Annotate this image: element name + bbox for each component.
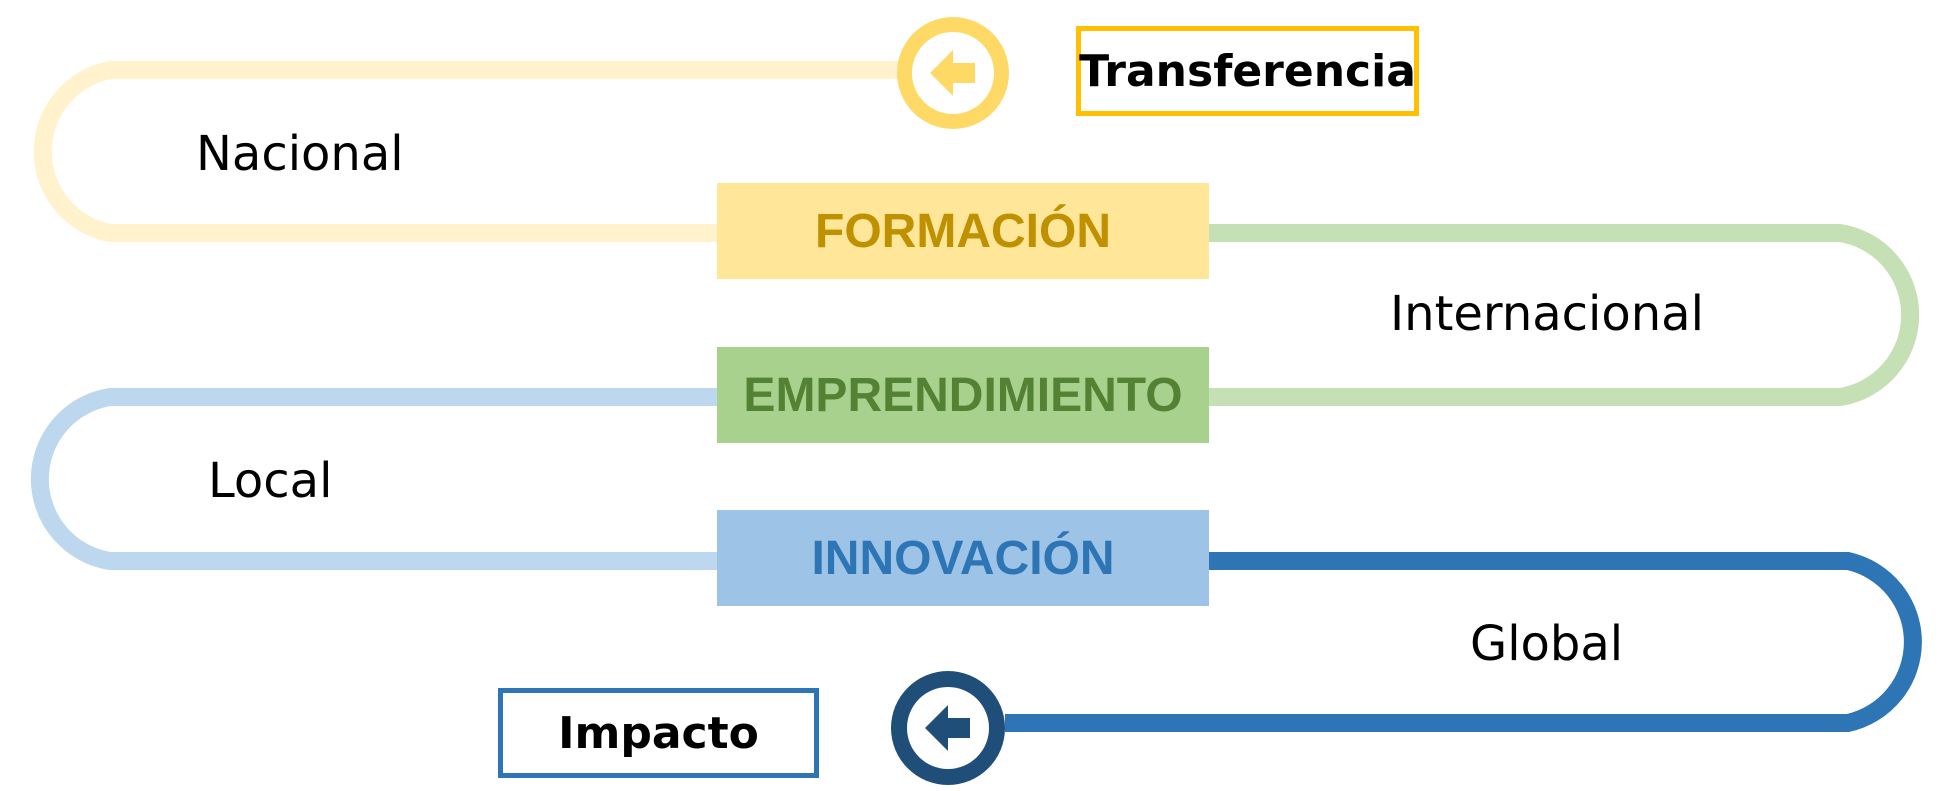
- end-label-box: Impacto: [498, 688, 819, 778]
- arrow-left-icon: [925, 705, 970, 751]
- stage-label-emprendimiento: EMPRENDIMIENTO: [743, 368, 1183, 422]
- arrow-left-icon: [930, 50, 975, 96]
- scope-label-local: Local: [208, 453, 333, 509]
- stage-box-innovacion: INNOVACIÓN: [717, 510, 1209, 606]
- track-global: [1005, 552, 1922, 732]
- start-label-box: Transferencia: [1076, 26, 1419, 116]
- stage-box-formacion: FORMACIÓN: [717, 183, 1209, 279]
- start-label: Transferencia: [1079, 45, 1416, 97]
- scope-label-global: Global: [1470, 616, 1624, 672]
- end-label: Impacto: [558, 707, 759, 759]
- start-node: [897, 17, 1009, 129]
- track-local: [30, 388, 720, 570]
- track-nacional: [33, 61, 900, 242]
- track-internacional: [1205, 224, 1920, 406]
- scope-label-nacional: Nacional: [196, 126, 404, 182]
- stage-label-formacion: FORMACIÓN: [815, 204, 1111, 258]
- stage-box-emprendimiento: EMPRENDIMIENTO: [717, 347, 1209, 443]
- scope-label-internacional: Internacional: [1390, 286, 1704, 342]
- end-node: [891, 671, 1005, 785]
- stage-label-innovacion: INNOVACIÓN: [811, 531, 1115, 585]
